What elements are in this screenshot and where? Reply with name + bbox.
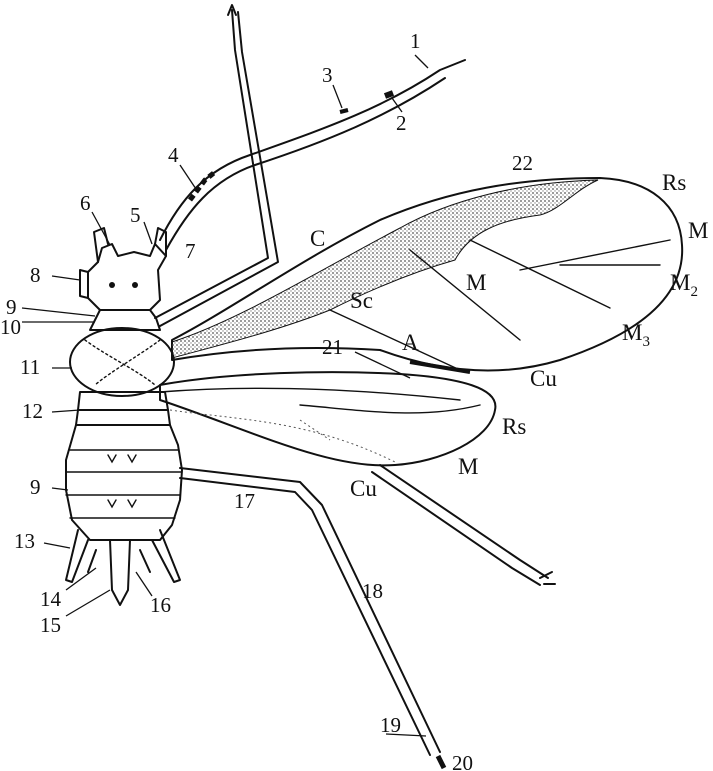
vein-label-m3: M3 bbox=[622, 320, 650, 350]
leader-lines bbox=[21, 54, 429, 737]
vein-label-rs-forewing: Rs bbox=[662, 170, 686, 195]
label-15: 15 bbox=[40, 613, 61, 637]
vein-label-cu-forewing: Cu bbox=[530, 366, 557, 391]
hind-leg bbox=[179, 467, 447, 770]
mid-leg bbox=[371, 464, 556, 586]
label-12: 12 bbox=[22, 399, 43, 423]
vein-label-m-forewing-edge: M bbox=[688, 218, 708, 243]
hindwing bbox=[159, 371, 497, 467]
label-21: 21 bbox=[322, 335, 343, 359]
left-antenna bbox=[159, 59, 466, 251]
label-19: 19 bbox=[380, 713, 401, 737]
vein-label-m2: M2 bbox=[670, 270, 698, 300]
label-1: 1 bbox=[410, 29, 421, 53]
label-13: 13 bbox=[14, 529, 35, 553]
right-antenna bbox=[154, 4, 279, 327]
vein-label-m-forewing-center: M bbox=[466, 270, 486, 295]
vein-label-cu-hindwing: Cu bbox=[350, 476, 377, 501]
head bbox=[79, 227, 167, 311]
label-9-upper: 9 bbox=[6, 295, 17, 319]
forewing bbox=[171, 177, 684, 374]
vein-label-sc: Sc bbox=[350, 288, 373, 313]
vein-label-c: C bbox=[310, 226, 325, 251]
label-3: 3 bbox=[322, 63, 333, 87]
label-17: 17 bbox=[234, 489, 255, 513]
label-6: 6 bbox=[80, 191, 91, 215]
label-18: 18 bbox=[362, 579, 383, 603]
vein-label-a: A bbox=[402, 330, 419, 355]
vein-label-rs-hindwing: Rs bbox=[502, 414, 526, 439]
label-9-lower: 9 bbox=[30, 475, 41, 499]
thorax bbox=[69, 309, 175, 426]
vein-labels: C Sc A M Rs M M2 M3 Cu Rs M Cu bbox=[310, 170, 708, 501]
label-11: 11 bbox=[20, 355, 40, 379]
label-2: 2 bbox=[396, 111, 407, 135]
vein-label-m-hindwing: M bbox=[458, 454, 478, 479]
label-7: 7 bbox=[185, 239, 196, 263]
label-5: 5 bbox=[130, 203, 141, 227]
label-10: 10 bbox=[0, 315, 21, 339]
label-14: 14 bbox=[40, 587, 62, 611]
label-8: 8 bbox=[30, 263, 41, 287]
label-20: 20 bbox=[452, 751, 473, 771]
abdomen bbox=[65, 424, 183, 606]
label-16: 16 bbox=[150, 593, 171, 617]
number-labels: 1 2 3 4 5 6 7 8 9 10 11 12 9 13 14 15 16… bbox=[0, 29, 533, 771]
label-22: 22 bbox=[512, 151, 533, 175]
label-4: 4 bbox=[168, 143, 179, 167]
